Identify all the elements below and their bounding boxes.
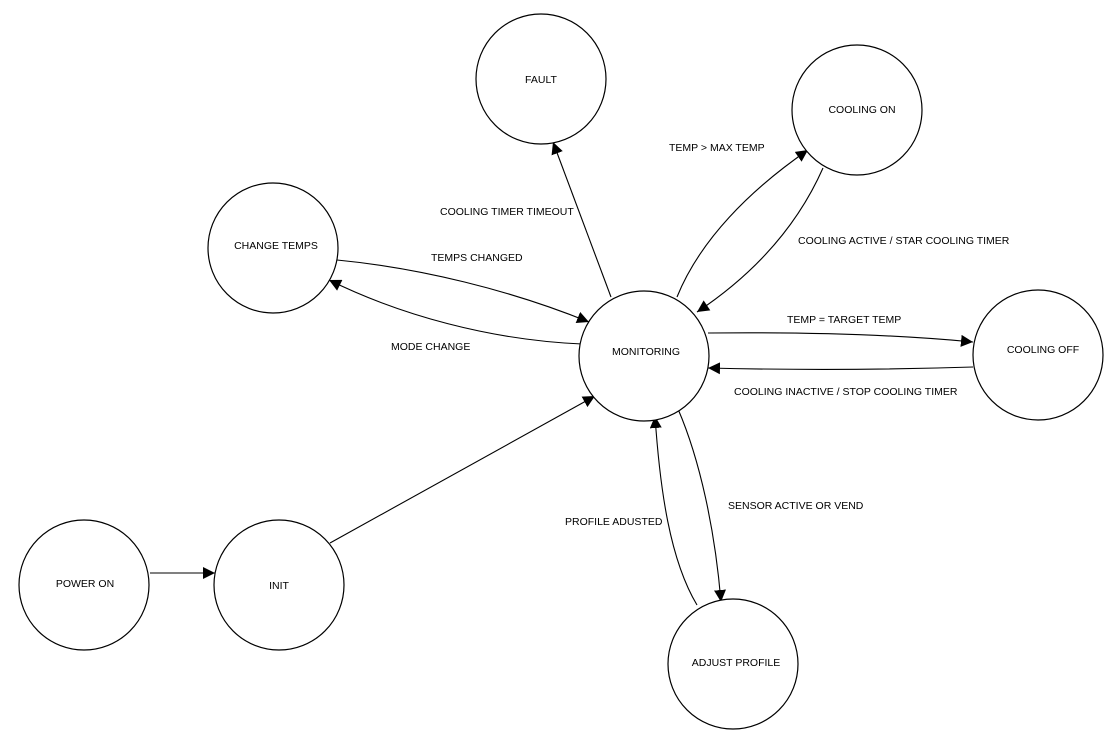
label-temp-eq-target: TEMP = TARGET TEMP (787, 314, 901, 326)
state-adjust-profile: ADJUST PROFILE (667, 598, 799, 730)
state-cooling-on: COOLING ON (791, 44, 923, 176)
edge-cooling-off-to-monitoring (707, 362, 974, 375)
label-cooling-active: COOLING ACTIVE / STAR COOLING TIMER (798, 235, 1010, 247)
state-change-temps: CHANGE TEMPS (207, 182, 339, 314)
edge-init-to-monitoring (329, 395, 596, 544)
state-init-label: INIT (269, 580, 289, 592)
label-temps-changed: TEMPS CHANGED (431, 252, 523, 264)
state-fault-label: FAULT (525, 74, 557, 86)
edge-adjust-profile-to-monitoring (649, 415, 698, 606)
state-change-temps-label: CHANGE TEMPS (234, 240, 318, 252)
label-cooling-timer-timeout: COOLING TIMER TIMEOUT (440, 206, 574, 218)
state-cooling-off-label: COOLING OFF (1007, 344, 1079, 356)
state-monitoring-label: MONITORING (612, 346, 680, 358)
label-mode-change: MODE CHANGE (391, 341, 470, 353)
label-cooling-inactive: COOLING INACTIVE / STOP COOLING TIMER (734, 386, 958, 398)
edge-monitoring-to-cooling-on (676, 149, 809, 298)
nodes: FAULT COOLING ON CHANGE TEMPS MONITORING… (18, 13, 1104, 730)
state-init: INIT (213, 519, 345, 651)
state-cooling-off: COOLING OFF (972, 289, 1104, 421)
edge-monitoring-to-fault (551, 141, 612, 298)
label-temp-gt-max: TEMP > MAX TEMP (669, 142, 765, 154)
edge-labels: COOLING TIMER TIMEOUT TEMP > MAX TEMP CO… (391, 142, 1010, 528)
state-cooling-on-label: COOLING ON (828, 104, 895, 116)
edge-change-temps-to-monitoring (336, 259, 590, 324)
label-sensor-active: SENSOR ACTIVE OR VEND (728, 500, 864, 512)
state-monitoring: MONITORING (578, 290, 710, 422)
edge-monitoring-to-change-temps (328, 279, 583, 345)
state-power-on: POWER ON (18, 519, 150, 651)
edge-cooling-on-to-monitoring (696, 167, 824, 313)
edge-monitoring-to-cooling-off (707, 332, 974, 347)
state-power-on-label: POWER ON (56, 578, 114, 590)
state-fault: FAULT (475, 13, 607, 145)
label-profile-adjusted: PROFILE ADUSTED (565, 516, 663, 528)
edges (150, 141, 974, 606)
edge-monitoring-to-adjust-profile (677, 408, 726, 603)
state-adjust-profile-label: ADJUST PROFILE (692, 657, 781, 669)
